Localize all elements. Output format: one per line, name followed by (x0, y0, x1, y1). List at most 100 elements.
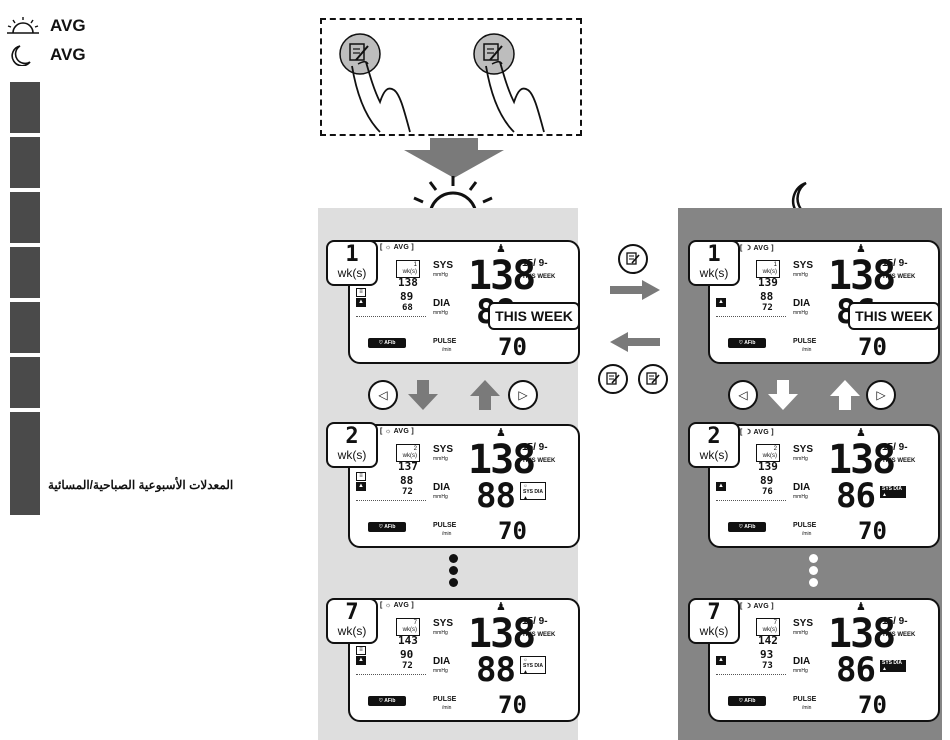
legend-evening: AVG (6, 44, 86, 66)
small-sys-value: 142 (758, 634, 778, 647)
dia-value: 88 (476, 476, 516, 516)
pulse-label: PULSE (793, 338, 817, 345)
divider (356, 500, 426, 501)
movement-icon: ▲ (716, 298, 726, 307)
legend-morning: AVG (6, 16, 86, 36)
memory-button[interactable] (598, 364, 628, 394)
small-dia-value: 90 (400, 648, 414, 661)
afib-indicator: ♡ AFib (368, 696, 406, 706)
this-week-callout: THIS WEEK (848, 302, 940, 330)
up-arrow-icon (470, 380, 500, 410)
tab-block-active (10, 463, 40, 515)
movement-icon: ▲ (356, 298, 366, 307)
next-button[interactable]: ▷ (866, 380, 896, 410)
pulse-unit: /min (802, 705, 812, 711)
afib-indicator: ♡ AFib (368, 338, 406, 348)
small-sys-value: 137 (398, 460, 418, 473)
this-week-indicator: THIS WEEK (522, 274, 556, 280)
avg-indicator: [ ☽ AVG ] (740, 429, 774, 436)
small-sys-value: 138 (398, 276, 418, 289)
memory-button[interactable] (618, 244, 648, 274)
sys-unit: mmHg (433, 630, 448, 636)
divider (716, 674, 786, 675)
sys-value: 138 (828, 253, 896, 299)
sys-label: SYS (793, 618, 814, 629)
tab-block (10, 412, 40, 463)
tab-block (10, 302, 40, 353)
previous-button[interactable]: ◁ (728, 380, 758, 410)
finger-press-illustration (339, 33, 545, 133)
dia-unit: mmHg (433, 310, 448, 316)
down-arrow-icon (404, 138, 504, 178)
small-sys-value: 139 (758, 276, 778, 289)
user-icon: ♟ (496, 243, 506, 255)
legend-morning-label: AVG (50, 16, 86, 35)
memory-icon (606, 372, 620, 385)
avg-indicator: [ ☼ AVG ] (380, 244, 415, 251)
user-icon: ♟ (856, 601, 866, 613)
ellipsis-dot (449, 578, 458, 587)
small-dia-value: 88 (760, 290, 774, 303)
side-section-label: المعدلات الأسبوعية الصباحية/المسائية (48, 478, 234, 492)
small-dia-value: 89 (400, 290, 414, 303)
afib-indicator: ♡ AFib (728, 696, 766, 706)
this-week-callout: THIS WEEK (488, 302, 580, 330)
ellipsis-dot (809, 578, 818, 587)
divider (716, 316, 786, 317)
cuff-icon: ≡ (356, 288, 366, 297)
next-button[interactable]: ▷ (508, 380, 538, 410)
pulse-unit: /min (442, 705, 452, 711)
sys-unit: mmHg (433, 272, 448, 278)
date-display: 15/ 9- (882, 442, 908, 453)
small-dia-value: 88 (400, 474, 414, 487)
divider (356, 316, 426, 317)
movement-icon: ▲ (356, 656, 366, 665)
ellipsis-dot (449, 566, 458, 575)
left-arrow-icon (610, 332, 660, 352)
avg-indicator: [ ☽ AVG ] (740, 245, 774, 252)
dia-unit: mmHg (793, 668, 808, 674)
sys-label: SYS (793, 444, 814, 455)
user-icon: ♟ (496, 601, 506, 613)
ellipsis-dot (449, 554, 458, 563)
sys-dia-badge: SYS DIA ▲ (880, 660, 906, 672)
small-sys-value: 139 (758, 460, 778, 473)
sys-value: 138 (828, 437, 896, 483)
sys-unit: mmHg (793, 272, 808, 278)
sys-label: SYS (433, 444, 454, 455)
afib-indicator: ♡ AFib (368, 522, 406, 532)
dia-value: 86 (836, 650, 876, 690)
small-pulse-value: 72 (402, 487, 413, 497)
sunrise-icon (7, 17, 39, 34)
sys-unit: mmHg (433, 456, 448, 462)
legend-evening-label: AVG (50, 45, 86, 64)
pulse-value: 70 (498, 333, 527, 361)
divider (356, 674, 426, 675)
sys-value: 138 (468, 253, 536, 299)
small-pulse-value: 72 (402, 661, 413, 671)
avg-indicator: [ ☼ AVG ] (380, 602, 415, 609)
pulse-unit: /min (442, 347, 452, 353)
tab-block (10, 247, 40, 298)
dia-label: DIA (793, 298, 811, 309)
this-week-indicator: THIS WEEK (522, 632, 556, 638)
date-display: 15/ 9- (522, 442, 548, 453)
small-sys-value: 143 (398, 634, 418, 647)
sys-label: SYS (433, 618, 454, 629)
memory-button[interactable] (638, 364, 668, 394)
pulse-label: PULSE (793, 522, 817, 529)
pulse-value: 70 (858, 517, 887, 545)
this-week-indicator: THIS WEEK (522, 458, 556, 464)
small-pulse-value: 73 (762, 661, 773, 671)
sys-value: 138 (828, 611, 896, 657)
avg-indicator: [ ☽ AVG ] (740, 603, 774, 610)
previous-button[interactable]: ◁ (368, 380, 398, 410)
